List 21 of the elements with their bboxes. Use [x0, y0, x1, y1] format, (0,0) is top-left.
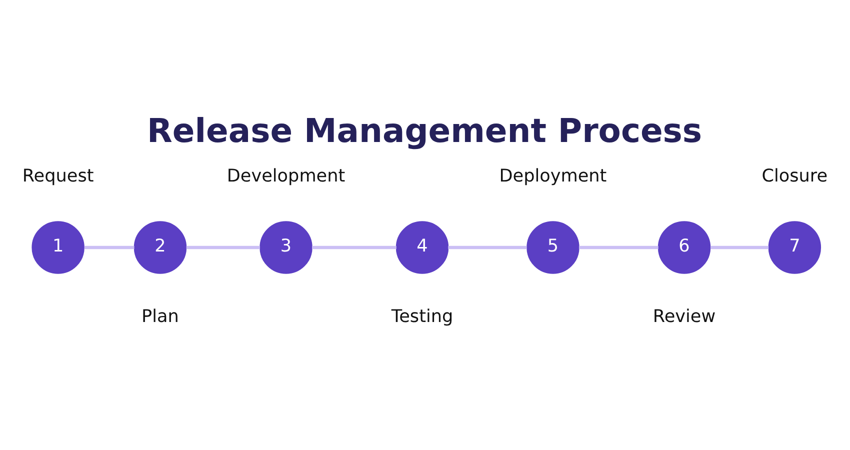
- node-circle: 2: [134, 221, 187, 274]
- node-label: Closure: [762, 166, 828, 186]
- node-label: Testing: [391, 307, 454, 328]
- node-circle: 1: [32, 221, 84, 274]
- connector: [186, 246, 260, 250]
- node-label: Review: [652, 307, 716, 328]
- node-circle: 3: [260, 221, 312, 274]
- connector: [578, 246, 658, 250]
- node-label: Request: [22, 166, 94, 186]
- connector: [448, 246, 527, 250]
- node-label: Development: [226, 166, 346, 186]
- node-label: Deployment: [499, 166, 607, 186]
- connector: [312, 246, 396, 250]
- node-circle: 7: [768, 221, 822, 274]
- node-circle: 5: [526, 221, 580, 274]
- diagram-title: Release Management Process: [147, 111, 702, 150]
- node-circle: 4: [396, 221, 449, 274]
- node-label: Plan: [142, 307, 179, 328]
- connector: [84, 246, 134, 250]
- connector: [710, 246, 769, 250]
- node-circle: 6: [658, 221, 711, 274]
